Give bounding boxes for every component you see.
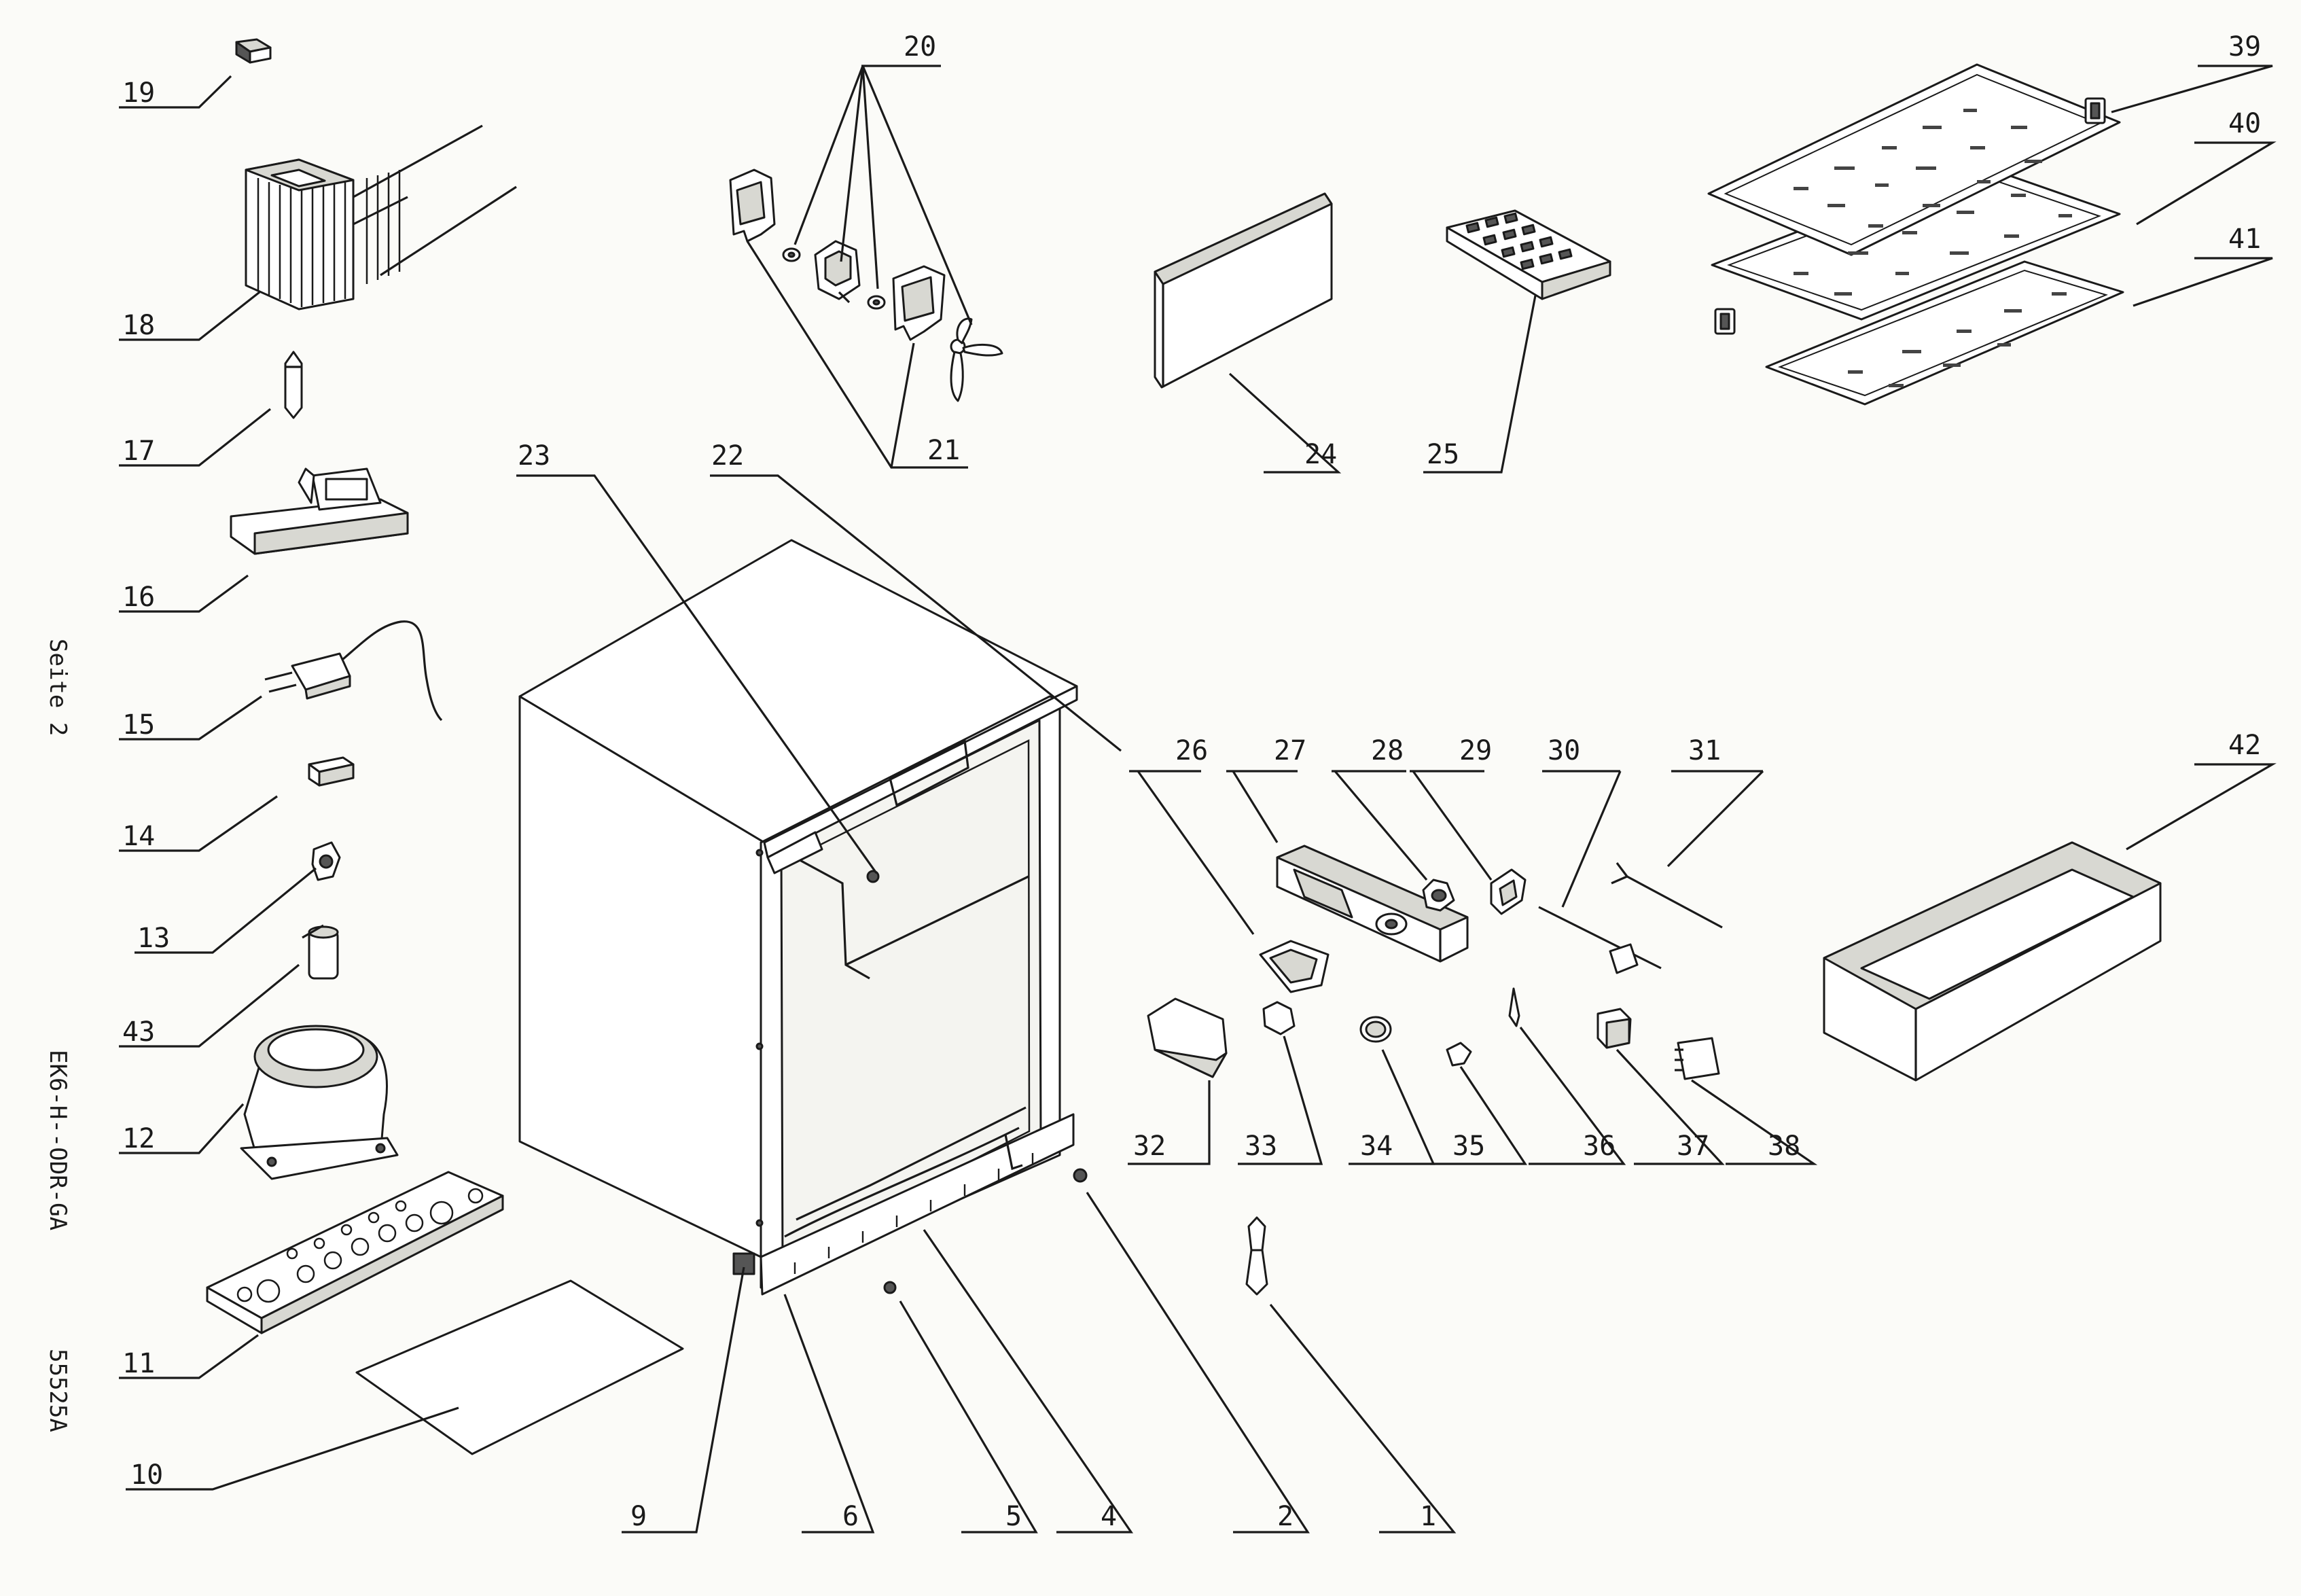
label-4: 4	[1101, 1501, 1117, 1532]
part-37-switch	[1597, 1008, 1632, 1049]
part-31-wire	[1611, 862, 1723, 929]
part-12-compressor	[240, 1025, 399, 1180]
part-24-door-panel	[1154, 192, 1333, 389]
label-28: 28	[1371, 735, 1404, 766]
part-21-bracket-left	[729, 169, 776, 243]
label-12: 12	[122, 1123, 155, 1154]
label-26: 26	[1175, 735, 1208, 766]
label-6: 6	[842, 1501, 859, 1532]
label-19: 19	[122, 77, 155, 109]
part-33-lamp-holder	[1262, 1001, 1296, 1035]
part-19-block	[235, 38, 272, 64]
part-27-thermostat-housing	[1276, 845, 1469, 963]
part-21-bracket-right	[892, 265, 946, 341]
part-32-cover	[1147, 997, 1228, 1078]
part-20-fan-blade	[950, 317, 1003, 402]
label-9: 9	[630, 1501, 647, 1532]
label-34: 34	[1360, 1131, 1393, 1162]
label-22: 22	[711, 440, 744, 472]
part-18-condenser	[245, 124, 517, 311]
part-30-rod	[1538, 906, 1662, 974]
label-16: 16	[122, 582, 155, 613]
label-5: 5	[1005, 1501, 1022, 1532]
part-number-labels: 19 18 17 16 15 14 13 43 12 11 10 9 6 5 4…	[122, 31, 2261, 1532]
label-35: 35	[1452, 1131, 1485, 1162]
label-27: 27	[1274, 735, 1306, 766]
label-14: 14	[122, 821, 155, 852]
part-14-relay	[308, 756, 355, 787]
part-39-shelf-clip	[1714, 97, 2106, 335]
label-36: 36	[1583, 1131, 1616, 1162]
label-1: 1	[1420, 1501, 1436, 1532]
label-23: 23	[518, 440, 550, 472]
label-43: 43	[122, 1016, 155, 1048]
part-42-door-bin	[1823, 841, 2162, 1082]
part-35-small-clip	[1446, 1042, 1472, 1067]
part-26-clip	[1259, 940, 1330, 993]
part-38-connector	[1675, 1037, 1720, 1080]
label-31: 31	[1688, 735, 1721, 766]
label-20: 20	[904, 31, 936, 63]
part-10-sheet	[355, 1279, 684, 1455]
label-30: 30	[1548, 735, 1580, 766]
part-1-tool	[1245, 1216, 1268, 1296]
part-43-capacitor	[302, 924, 339, 980]
label-38: 38	[1768, 1131, 1800, 1162]
label-10: 10	[130, 1459, 163, 1491]
leader-lines	[119, 65, 2277, 1533]
label-24: 24	[1304, 439, 1337, 470]
part-11-base-plate	[206, 1171, 504, 1334]
part-36-pin	[1508, 987, 1520, 1027]
code-label: 55525A	[44, 1349, 71, 1432]
part-34-cap	[1359, 1016, 1392, 1043]
label-13: 13	[137, 923, 170, 954]
label-25: 25	[1427, 439, 1459, 470]
label-42: 42	[2228, 730, 2261, 761]
label-21: 21	[927, 435, 960, 466]
part-17-sensor	[284, 351, 303, 419]
label-18: 18	[122, 310, 155, 341]
label-17: 17	[122, 436, 155, 467]
label-15: 15	[122, 709, 155, 741]
label-11: 11	[122, 1348, 155, 1379]
part-20-motor	[814, 240, 861, 304]
part-13-starter	[311, 841, 341, 881]
label-29: 29	[1459, 735, 1492, 766]
label-37: 37	[1677, 1131, 1709, 1162]
label-39: 39	[2228, 31, 2261, 63]
label-40: 40	[2228, 108, 2261, 139]
label-33: 33	[1245, 1131, 1277, 1162]
part-25-ice-tray	[1446, 209, 1611, 300]
shelf-hatching	[1794, 109, 2072, 387]
model-label: EK6-H--ODR-GA	[44, 1050, 71, 1231]
part-41-shelf-bottom	[1765, 260, 2124, 406]
page-label: Seite 2	[44, 639, 71, 737]
part-20-washer-1	[782, 247, 801, 262]
part-28-knob	[1422, 879, 1455, 912]
cabinet-body	[518, 539, 1088, 1296]
label-41: 41	[2228, 224, 2261, 255]
label-32: 32	[1133, 1131, 1166, 1162]
part-29-bracket	[1490, 868, 1527, 915]
label-2: 2	[1277, 1501, 1294, 1532]
part-15-power-plug	[264, 620, 443, 722]
part-20-washer-2	[867, 295, 886, 310]
part-16-control-box	[230, 467, 409, 555]
